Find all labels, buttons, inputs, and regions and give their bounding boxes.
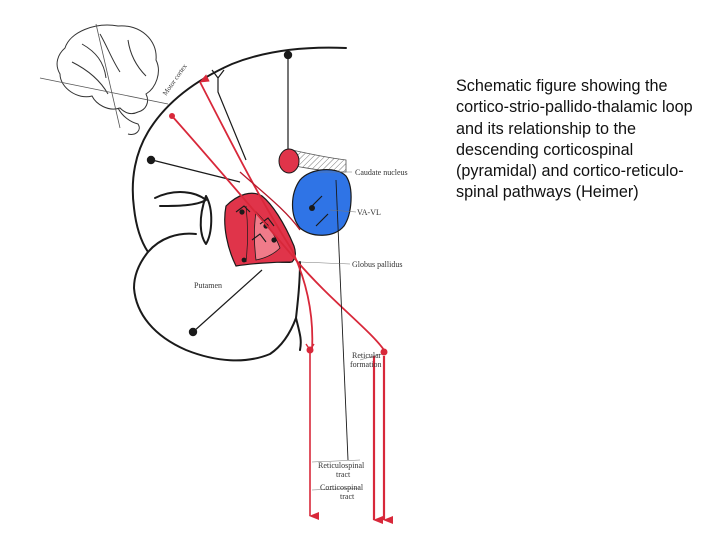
globus-pallidus-label: Globus pallidus	[352, 260, 402, 269]
brain-sketch-icon	[39, 23, 169, 135]
reticulospinal-tract-label-2: tract	[336, 470, 351, 479]
reticulospinal-tract-label-1: Reticulospinal	[318, 461, 365, 470]
putamen-pallidus	[224, 192, 296, 267]
putamen-label: Putamen	[194, 281, 222, 290]
caudate-nucleus	[278, 148, 347, 174]
descending-pathways	[169, 74, 393, 524]
corticospinal-tract-label-1: Corticospinal	[320, 483, 364, 492]
corticospinal-tract-label-2: tract	[340, 492, 355, 501]
figure-caption: Schematic figure showing the cortico-str…	[456, 77, 693, 202]
thalamus-va-vl	[291, 169, 352, 236]
va-vl-label: VA-VL	[357, 208, 381, 217]
reticular-formation-label-2: formation	[350, 360, 382, 369]
reticular-formation-label-1: Reticular	[352, 351, 382, 360]
caudate-nucleus-label: Caudate nucleus	[355, 168, 408, 177]
label-leaders	[299, 171, 381, 491]
